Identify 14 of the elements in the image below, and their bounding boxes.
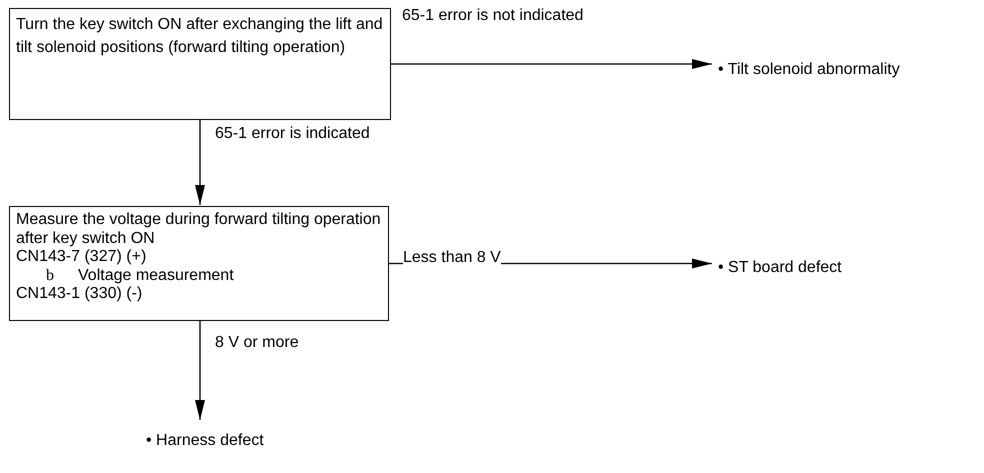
connector-pin-text: CN143-7 (327) (+) (16, 248, 148, 266)
result-text: • ST board defect (718, 257, 918, 281)
process-box (9, 8, 391, 120)
result-text: • Tilt solenoid abnormality (718, 59, 984, 83)
arrow (195, 120, 205, 205)
connector-pin-text: CN143-1 (330) (-) (16, 285, 144, 304)
arrow (195, 321, 205, 420)
measurement-text: Voltage measurement (78, 266, 234, 284)
instruction-text: Measure the voltage during forward tilting operation after key switch ON (16, 211, 382, 248)
arrow (391, 59, 712, 69)
instruction-text: Turn the key switch ON after exchanging the lift and tilt solenoid positions (forward tilting operation) (16, 15, 384, 58)
measurement-symbol: b (46, 266, 54, 284)
result-text: • Harness defect (146, 430, 346, 454)
process-box (9, 206, 389, 321)
